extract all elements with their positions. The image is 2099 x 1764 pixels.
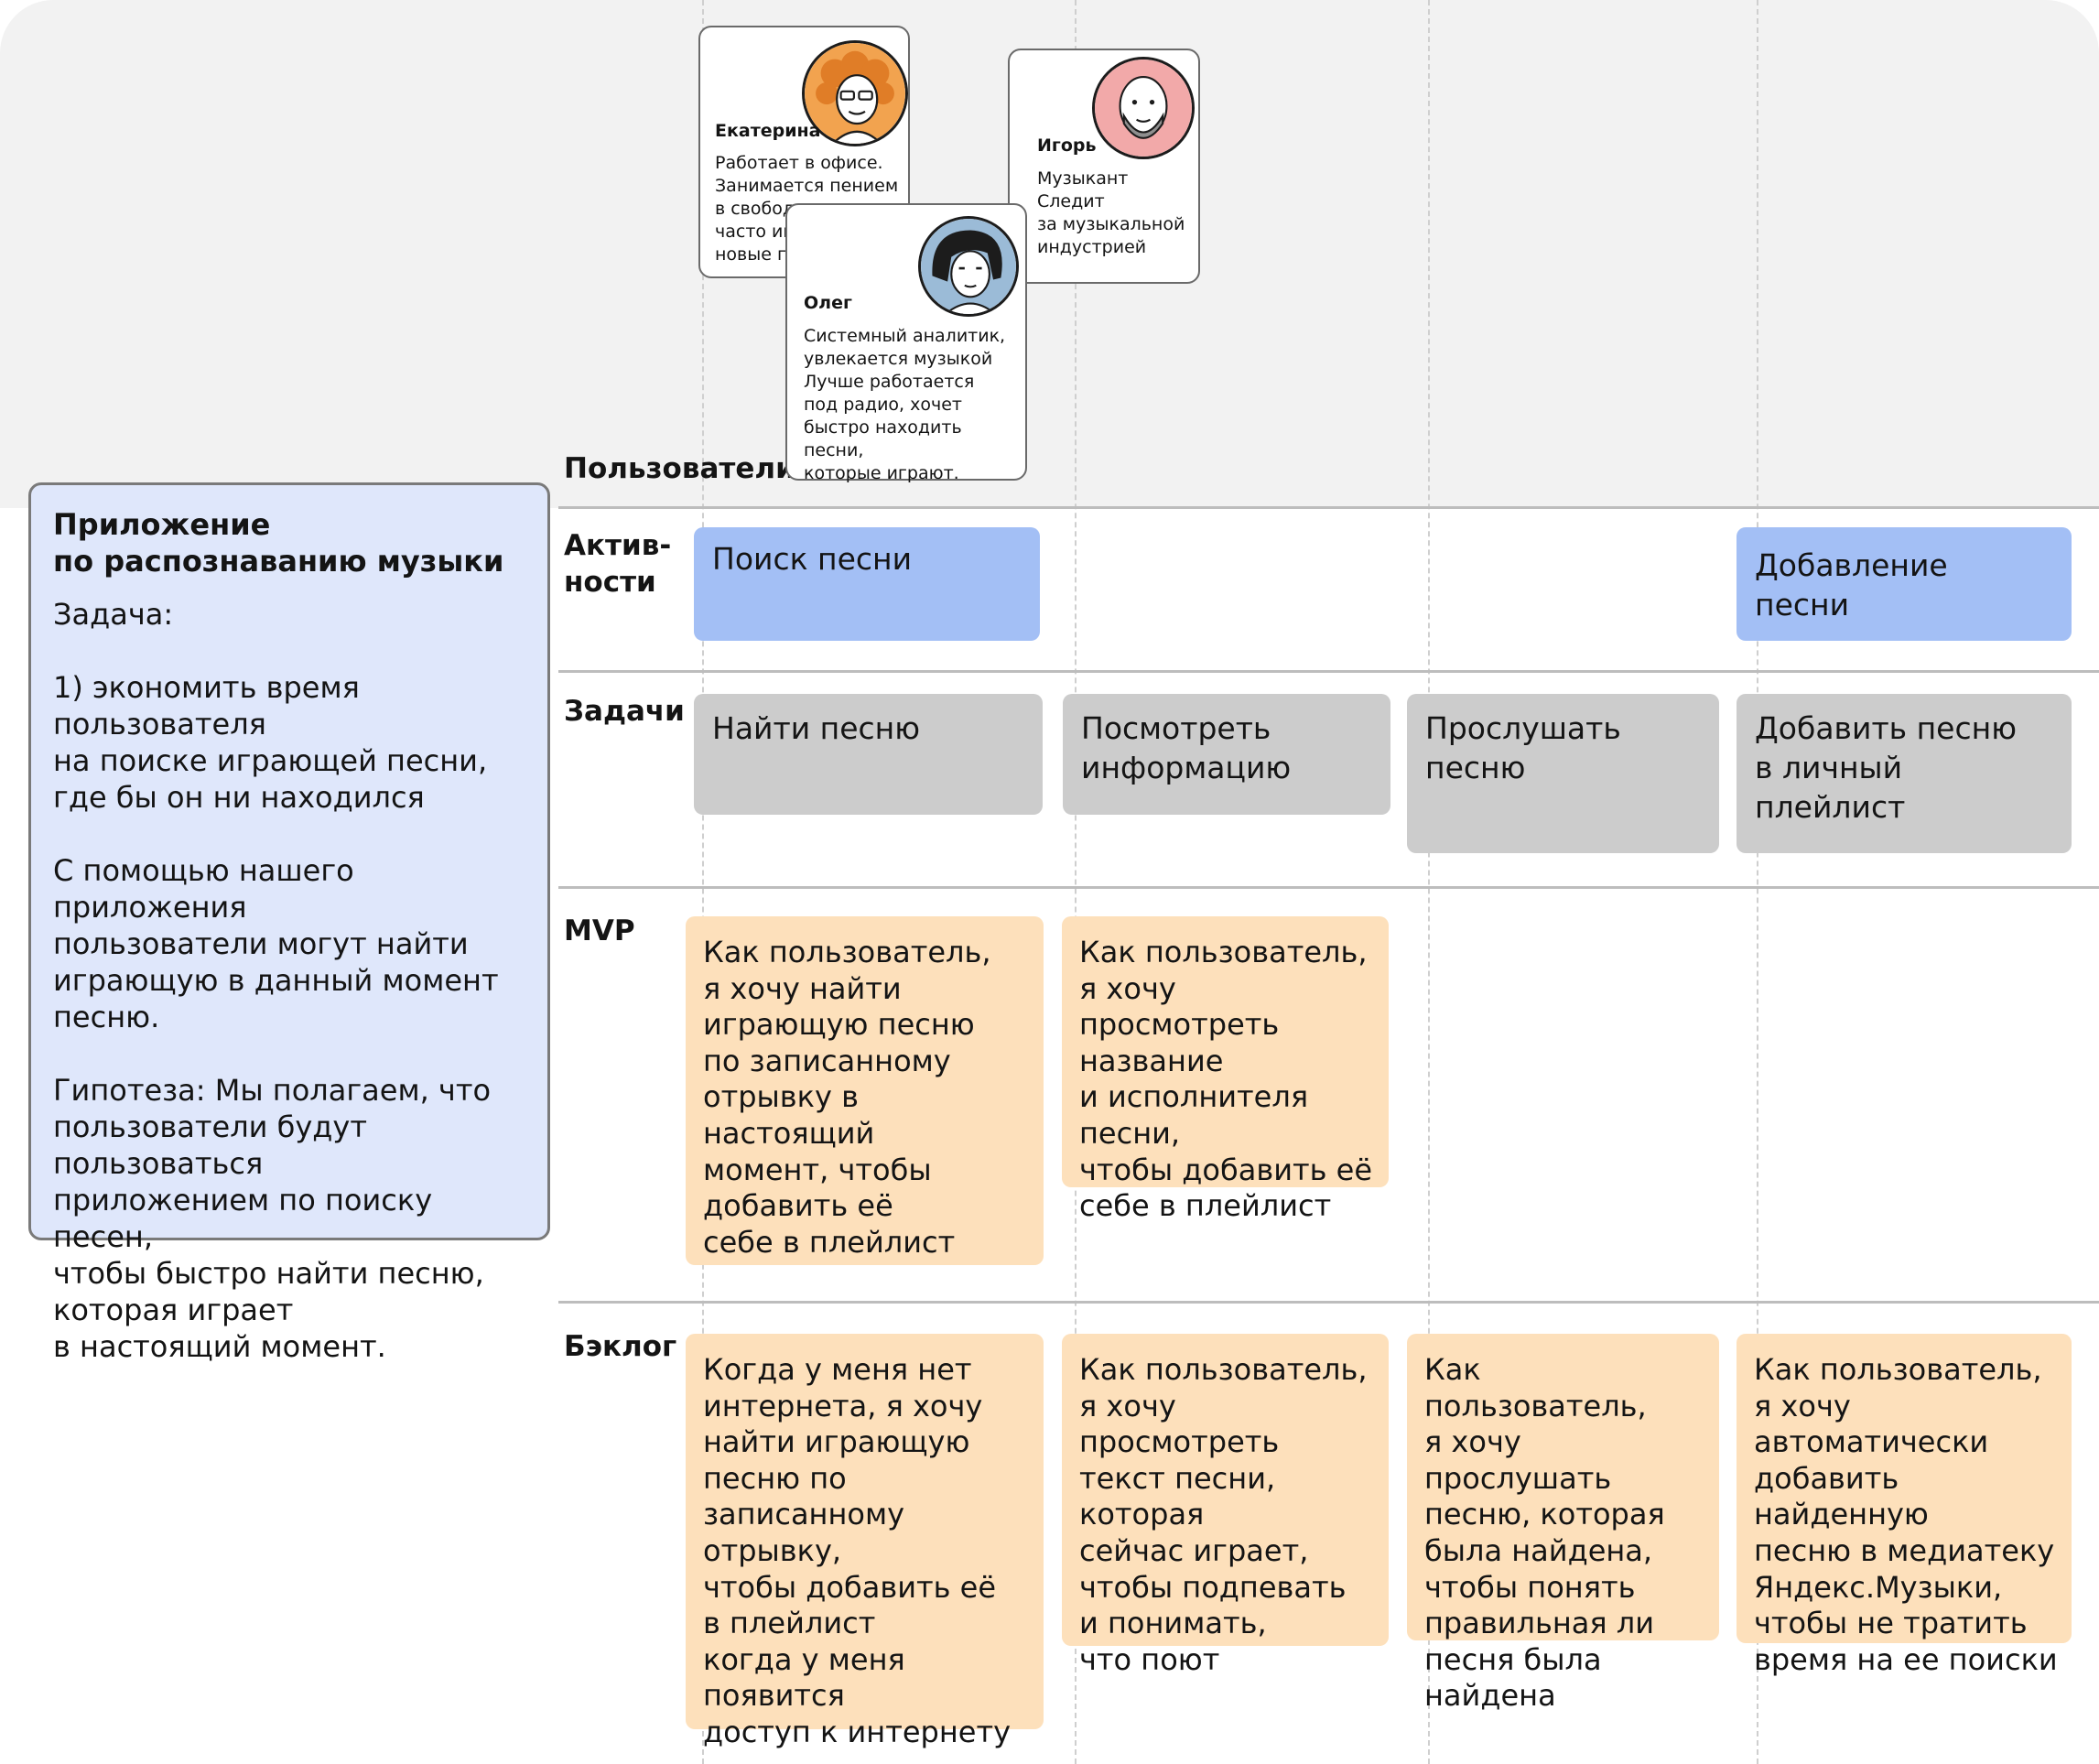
column-divider <box>1075 0 1077 1764</box>
column-divider <box>1757 0 1758 1764</box>
task-card-info: Посмотреть информацию <box>1063 694 1390 815</box>
mvp-story-card: Как пользователь, я хочу найти играющую … <box>686 916 1044 1265</box>
row-divider <box>558 506 2099 509</box>
row-label-users: Пользователи <box>564 452 795 485</box>
persona-name: Олег <box>804 293 852 313</box>
persona-name: Екатерина <box>715 121 821 141</box>
backlog-story-card: Когда у меня нет интернета, я хочу найти… <box>686 1334 1044 1749</box>
persona-description: Системный аналитик, увлекается музыкой Л… <box>804 326 1006 483</box>
row-label-mvp: MVP <box>564 914 635 947</box>
avatar <box>802 40 908 146</box>
persona-card-ekaterina: Екатерина Работает в офисе. Занимается п… <box>698 26 910 278</box>
product-summary-panel: Приложение по распознаванию музыки Задач… <box>28 482 550 1364</box>
task-card-find: Найти песню <box>694 694 1043 815</box>
column-divider <box>702 0 704 1764</box>
ekaterina-avatar-icon <box>805 43 905 144</box>
task-card-listen: Прослушать песню <box>1407 694 1719 853</box>
row-label-activities: Актив- ности <box>564 529 672 599</box>
persona-description: Музыкант Следит за музыкальной индустрие… <box>1037 168 1185 257</box>
row-label-backlog: Бэклог <box>564 1330 677 1363</box>
igor-avatar-icon <box>1095 60 1192 157</box>
persona-card-oleg: Олег Системный аналитик, увлекается музы… <box>785 203 1027 483</box>
backlog-story-card: Как пользователь, я хочу прослушать песн… <box>1407 1334 1719 1713</box>
row-divider <box>558 886 2099 889</box>
activity-card-search: Поиск песни <box>694 527 1040 641</box>
backlog-story-card: Как пользователь, я хочу автоматически д… <box>1737 1334 2072 1677</box>
row-divider <box>558 1301 2099 1304</box>
column-divider <box>1428 0 1430 1764</box>
backlog-story-card: Как пользователь, я хочу просмотреть тек… <box>1062 1334 1389 1677</box>
summary-title: Приложение по распознаванию музыки <box>53 507 504 579</box>
persona-name: Игорь <box>1037 135 1097 156</box>
avatar <box>1092 57 1195 159</box>
summary-body: Задача: 1) экономить время пользователя … <box>53 597 499 1364</box>
mvp-story-card: Как пользователь, я хочу просмотреть наз… <box>1062 916 1389 1223</box>
avatar <box>918 216 1019 317</box>
persona-card-igor: Игорь Музыкант Следит за музыкальной инд… <box>1008 49 1200 284</box>
task-card-playlist: Добавить песню в личный плейлист <box>1737 694 2072 853</box>
row-label-tasks: Задачи <box>564 695 685 728</box>
activity-card-add: Добавление песни <box>1737 527 2072 641</box>
row-divider <box>558 670 2099 673</box>
oleg-avatar-icon <box>921 219 1016 314</box>
